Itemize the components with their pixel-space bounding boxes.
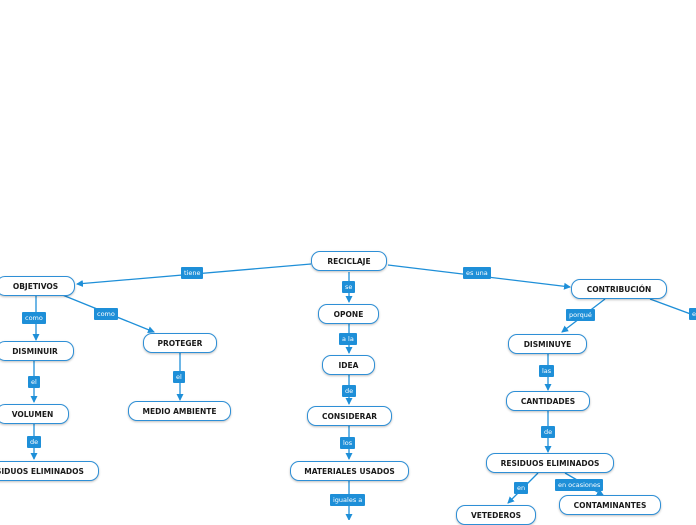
node-contaminantes-label: CONTAMINANTES: [573, 500, 647, 510]
node-reciclaje-label: RECICLAJE: [327, 256, 371, 266]
node-cantidades[interactable]: CANTIDADES: [506, 391, 590, 411]
link-label-los: los: [340, 437, 356, 449]
edge-contribucion-offscreen: [649, 298, 696, 317]
node-disminuir-label: DISMINUIR: [12, 346, 58, 356]
link-label-de-residuos: de: [27, 436, 42, 448]
node-opone[interactable]: OPONE: [318, 304, 379, 324]
link-label-en-ocasiones: en ocasiones: [555, 479, 604, 491]
node-disminuye-label: DISMINUYE: [523, 339, 572, 349]
node-considerar-label: CONSIDERAR: [321, 411, 378, 421]
link-label-tiene: tiene: [181, 267, 204, 279]
node-considerar[interactable]: CONSIDERAR: [307, 406, 392, 426]
node-volumen[interactable]: VOLUMEN: [0, 404, 69, 424]
link-label-el-volumen: el: [28, 376, 40, 388]
link-label-de-idea: de: [342, 385, 357, 397]
node-materiales-usados-label: MATERIALES USADOS: [304, 466, 395, 476]
node-contaminantes[interactable]: CONTAMINANTES: [559, 495, 661, 515]
node-residuos-eliminados-left-label: RESIDUOS ELIMINADOS: [0, 466, 84, 476]
node-idea[interactable]: IDEA: [322, 355, 375, 375]
link-label-a-la: a la: [339, 333, 357, 345]
node-disminuir[interactable]: DISMINUIR: [0, 341, 74, 361]
link-label-iguales-a: iguales a: [330, 494, 366, 506]
link-label-e-edge: e: [689, 308, 696, 320]
link-label-es-una: es una: [463, 267, 491, 279]
node-materiales-usados[interactable]: MATERIALES USADOS: [290, 461, 409, 481]
link-label-como-2: como: [94, 308, 118, 320]
node-medio-ambiente[interactable]: MEDIO AMBIENTE: [128, 401, 231, 421]
link-label-de-cantidades: de: [541, 426, 556, 438]
node-proteger-label: PROTEGER: [157, 338, 203, 348]
node-contribucion-label: CONTRIBUCIÓN: [586, 284, 652, 294]
node-residuos-eliminados-right[interactable]: RESIDUOS ELIMINADOS: [486, 453, 614, 473]
link-label-en: en: [514, 482, 529, 494]
node-opone-label: OPONE: [333, 309, 364, 319]
node-cantidades-label: CANTIDADES: [520, 396, 576, 406]
node-proteger[interactable]: PROTEGER: [143, 333, 217, 353]
node-residuos-eliminados-right-label: RESIDUOS ELIMINADOS: [500, 458, 600, 468]
node-vetederos[interactable]: VETEDEROS: [456, 505, 536, 525]
node-residuos-eliminados-left[interactable]: RESIDUOS ELIMINADOS: [0, 461, 99, 481]
node-disminuye[interactable]: DISMINUYE: [508, 334, 587, 354]
link-label-el-medio: el: [173, 371, 185, 383]
node-medio-ambiente-label: MEDIO AMBIENTE: [142, 406, 217, 416]
link-label-se: se: [342, 281, 356, 293]
link-label-porque: porqué: [566, 309, 595, 321]
node-reciclaje[interactable]: RECICLAJE: [311, 251, 387, 271]
node-objetivos-label: OBJETIVOS: [12, 281, 59, 291]
node-objetivos[interactable]: OBJETIVOS: [0, 276, 75, 296]
node-contribucion[interactable]: CONTRIBUCIÓN: [571, 279, 667, 299]
link-label-como-1: como: [22, 312, 46, 324]
node-idea-label: IDEA: [338, 360, 359, 370]
node-vetederos-label: VETEDEROS: [470, 510, 522, 520]
node-volumen-label: VOLUMEN: [11, 409, 54, 419]
link-label-las: las: [539, 365, 555, 377]
